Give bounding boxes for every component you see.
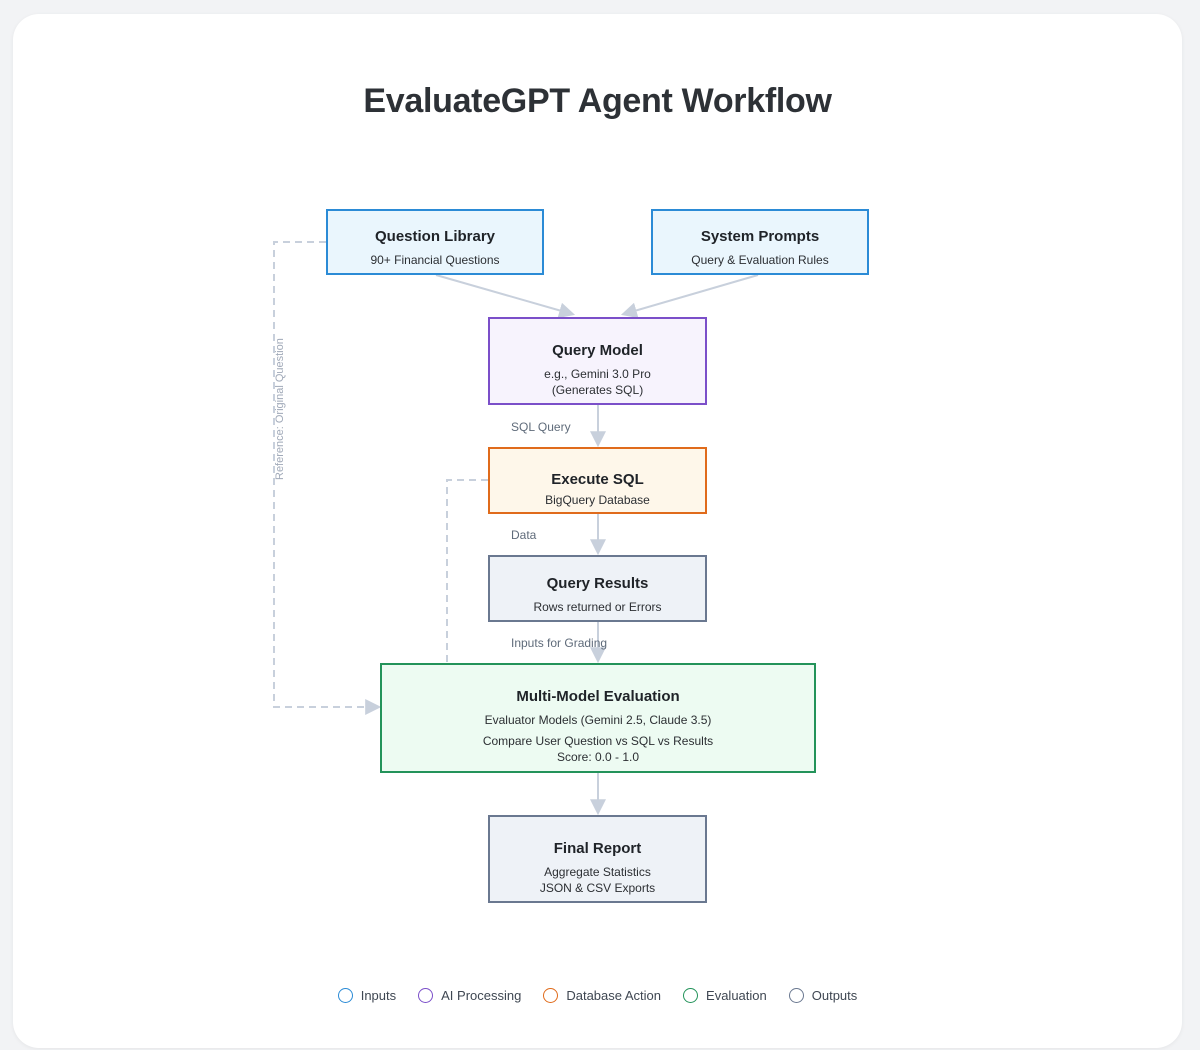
- edge-label-data: Data: [511, 528, 537, 542]
- edge-reference-question-to-evaluation: [273, 241, 382, 715]
- node-title: Question Library: [374, 228, 496, 245]
- legend-swatch: [788, 988, 804, 1003]
- node-title: Query Model: [552, 342, 643, 359]
- legend-label: Evaluation: [706, 988, 767, 1003]
- node-query-results: Query Results Rows returned or Errors: [488, 555, 707, 622]
- legend-item-ai-processing: AI Processing: [418, 988, 521, 1003]
- node-subtitle: Score: 0.0 - 1.0: [556, 750, 640, 764]
- node-multi-model-evaluation: Multi-Model Evaluation Evaluator Models …: [380, 663, 816, 773]
- node-subtitle: 90+ Financial Questions: [370, 253, 500, 267]
- legend-swatch: [683, 988, 699, 1003]
- node-question-library: Question Library 90+ Financial Questions: [326, 209, 544, 275]
- node-title: Final Report: [553, 840, 642, 857]
- node-subtitle: (Generates SQL): [551, 383, 644, 397]
- node-subtitle: Aggregate Statistics: [544, 865, 651, 879]
- node-subtitle: Query & Evaluation Rules: [691, 253, 829, 267]
- node-execute-sql: Execute SQL BigQuery Database: [488, 447, 707, 514]
- node-subtitle: e.g., Gemini 3.0 Pro: [544, 367, 651, 381]
- diagram-title: EvaluateGPT Agent Workflow: [363, 82, 832, 120]
- legend: Inputs AI Processing Database Action Eva…: [0, 988, 1195, 1003]
- legend-item-inputs: Inputs: [337, 988, 397, 1003]
- node-title: Execute SQL: [551, 471, 644, 488]
- edge-label-reference: Reference: Original Question: [274, 338, 286, 480]
- node-final-report: Final Report Aggregate Statistics JSON &…: [488, 815, 707, 903]
- legend-item-evaluation: Evaluation: [683, 988, 767, 1003]
- node-subtitle: BigQuery Database: [545, 493, 650, 507]
- edge-question-to-query-model: [435, 274, 576, 319]
- edge-label-sql-query: SQL Query: [511, 420, 571, 434]
- legend-item-database-action: Database Action: [543, 988, 661, 1003]
- legend-item-outputs: Outputs: [788, 988, 858, 1003]
- node-subtitle: JSON & CSV Exports: [539, 881, 656, 895]
- legend-label: Outputs: [811, 988, 858, 1003]
- node-subtitle: Rows returned or Errors: [533, 600, 662, 614]
- node-title: Multi-Model Evaluation: [516, 688, 680, 705]
- edge-sql-to-evaluation-dashed: [446, 479, 488, 662]
- legend-label: Database Action: [566, 988, 662, 1003]
- node-system-prompts: System Prompts Query & Evaluation Rules: [651, 209, 869, 275]
- legend-swatch: [543, 988, 559, 1003]
- legend-swatch: [418, 988, 434, 1003]
- node-subtitle: Evaluator Models (Gemini 2.5, Claude 3.5…: [484, 713, 712, 727]
- node-subtitle: Compare User Question vs SQL vs Results: [482, 734, 714, 748]
- legend-label: Inputs: [360, 988, 397, 1003]
- node-query-model: Query Model e.g., Gemini 3.0 Pro (Genera…: [488, 317, 707, 405]
- legend-swatch: [337, 988, 353, 1003]
- node-title: Query Results: [546, 575, 649, 592]
- legend-label: AI Processing: [441, 988, 522, 1003]
- edge-label-inputs-for-grading: Inputs for Grading: [511, 636, 608, 650]
- node-title: System Prompts: [700, 228, 820, 245]
- edge-prompts-to-query-model: [620, 274, 759, 319]
